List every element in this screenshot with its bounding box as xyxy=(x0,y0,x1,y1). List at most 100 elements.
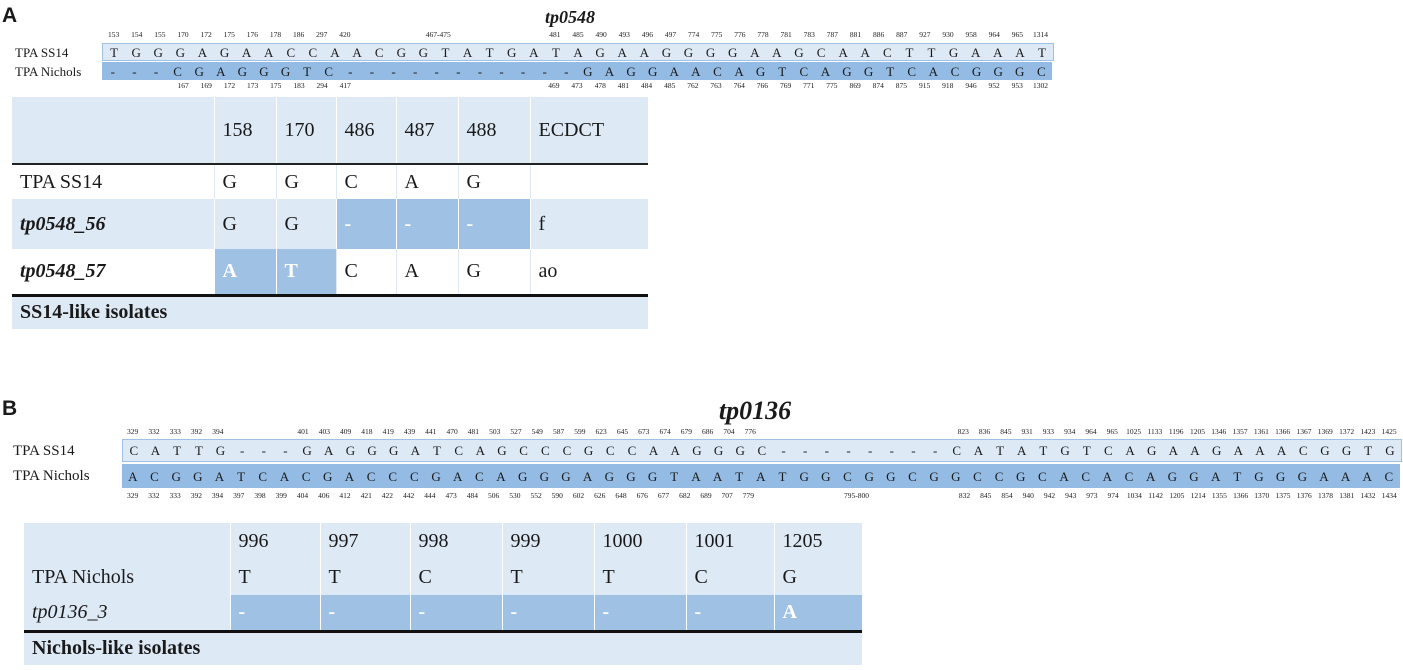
panel-b-header-cell: 1205 xyxy=(773,523,862,559)
position-label: 953 xyxy=(1011,81,1023,90)
position-label: 1372 xyxy=(1339,427,1355,436)
base: G xyxy=(507,44,517,60)
panel-b-cell-highlight: - xyxy=(593,595,686,631)
position-label: 441 xyxy=(425,427,437,436)
position-label: 484 xyxy=(640,81,653,90)
base: C xyxy=(308,44,318,60)
position-label: 469 xyxy=(548,81,560,90)
position-label: 854 xyxy=(1001,491,1013,500)
position-label: 886 xyxy=(872,30,885,39)
base: - xyxy=(239,443,245,458)
base: A xyxy=(648,443,659,458)
panel-b-cell-highlight: - xyxy=(685,595,774,631)
base: G xyxy=(971,63,982,79)
base: A xyxy=(279,468,290,484)
base: A xyxy=(1059,468,1069,484)
position-label: 1375 xyxy=(1275,491,1291,500)
position-label: 1133 xyxy=(1147,427,1163,436)
position-label: 783 xyxy=(803,30,815,39)
position-label: 178 xyxy=(269,30,282,39)
base: G xyxy=(345,443,356,458)
panel-b-header-row: 996 997 998 999 1000 1001 1205 xyxy=(24,523,862,559)
base: - xyxy=(520,63,526,79)
base: C xyxy=(519,443,528,458)
position-label: 679 xyxy=(680,427,692,436)
base: G xyxy=(626,63,636,79)
position-label: 915 xyxy=(918,81,931,90)
panel-b-row-nichols: TPA Nichols T T C T T C G xyxy=(24,559,862,595)
base: G xyxy=(1167,468,1178,484)
panel-b-cell-highlight: - xyxy=(501,595,594,631)
panel-a-cell-highlight: A xyxy=(213,249,276,295)
position-label: 420 xyxy=(339,30,351,39)
position-label: 769 xyxy=(779,81,792,90)
base: G xyxy=(705,44,716,60)
position-label: 779 xyxy=(742,491,755,500)
base: G xyxy=(175,44,186,60)
position-label: 409 xyxy=(339,427,352,436)
base: G xyxy=(864,468,874,484)
panel-b-header-cell: 997 xyxy=(319,523,410,559)
base: G xyxy=(1341,443,1352,458)
panel-a-cell-highlight: T xyxy=(275,249,336,295)
panel-a-header-cell: 486 xyxy=(335,97,396,164)
base: A xyxy=(820,63,831,79)
base: C xyxy=(388,468,398,484)
base: C xyxy=(757,443,767,458)
position-label: 946 xyxy=(965,81,977,90)
position-label: 965 xyxy=(1011,30,1023,39)
base: G xyxy=(215,443,226,458)
position-label: 762 xyxy=(687,81,699,90)
position-label: 503 xyxy=(489,427,501,436)
base: C xyxy=(562,443,572,458)
base: A xyxy=(617,44,627,60)
position-label: 881 xyxy=(849,30,862,39)
base: C xyxy=(366,468,376,484)
position-label: 527 xyxy=(510,427,522,436)
panel-a-header-cell: ECDCT xyxy=(529,97,648,164)
position-label xyxy=(450,82,473,92)
position-label: 1034 xyxy=(1126,491,1142,500)
base: T xyxy=(303,63,312,79)
position-label: 418 xyxy=(361,427,373,436)
base: G xyxy=(1060,443,1070,458)
position-label: 1025 xyxy=(1126,427,1142,436)
position-label: 404 xyxy=(296,491,309,500)
base: A xyxy=(582,468,593,484)
base: C xyxy=(150,468,159,484)
panel-a-label: A xyxy=(2,4,18,27)
position-label: 764 xyxy=(733,81,745,90)
position-label: 1369 xyxy=(1317,427,1333,436)
base: A xyxy=(264,44,274,60)
base: - xyxy=(824,443,829,458)
base: G xyxy=(193,468,203,484)
position-label: 490 xyxy=(595,30,607,39)
position-label: 763 xyxy=(710,81,722,90)
base: T xyxy=(237,468,246,484)
panel-b-cell: C xyxy=(409,559,502,595)
base: G xyxy=(396,44,406,60)
panel-a-cell-highlight: - xyxy=(395,199,458,249)
panel-b-row-name: TPA Nichols xyxy=(32,565,135,588)
position-label xyxy=(380,31,403,41)
base: G xyxy=(539,468,549,484)
base: A xyxy=(1168,443,1179,458)
base: C xyxy=(474,468,484,484)
base: G xyxy=(302,443,312,458)
position-label: 874 xyxy=(872,81,884,90)
position-label xyxy=(380,82,403,92)
base: G xyxy=(1189,468,1199,484)
position-label: 645 xyxy=(616,427,629,436)
panel-a-cell-highlight: - xyxy=(335,199,396,249)
base: C xyxy=(1298,443,1308,458)
position-label: 1357 xyxy=(1232,427,1248,436)
position-label xyxy=(519,82,542,92)
position-label: 623 xyxy=(595,427,607,436)
position-label: 173 xyxy=(246,81,259,90)
position-label: 1367 xyxy=(1296,427,1312,436)
base: G xyxy=(367,443,377,458)
base: A xyxy=(330,44,340,60)
